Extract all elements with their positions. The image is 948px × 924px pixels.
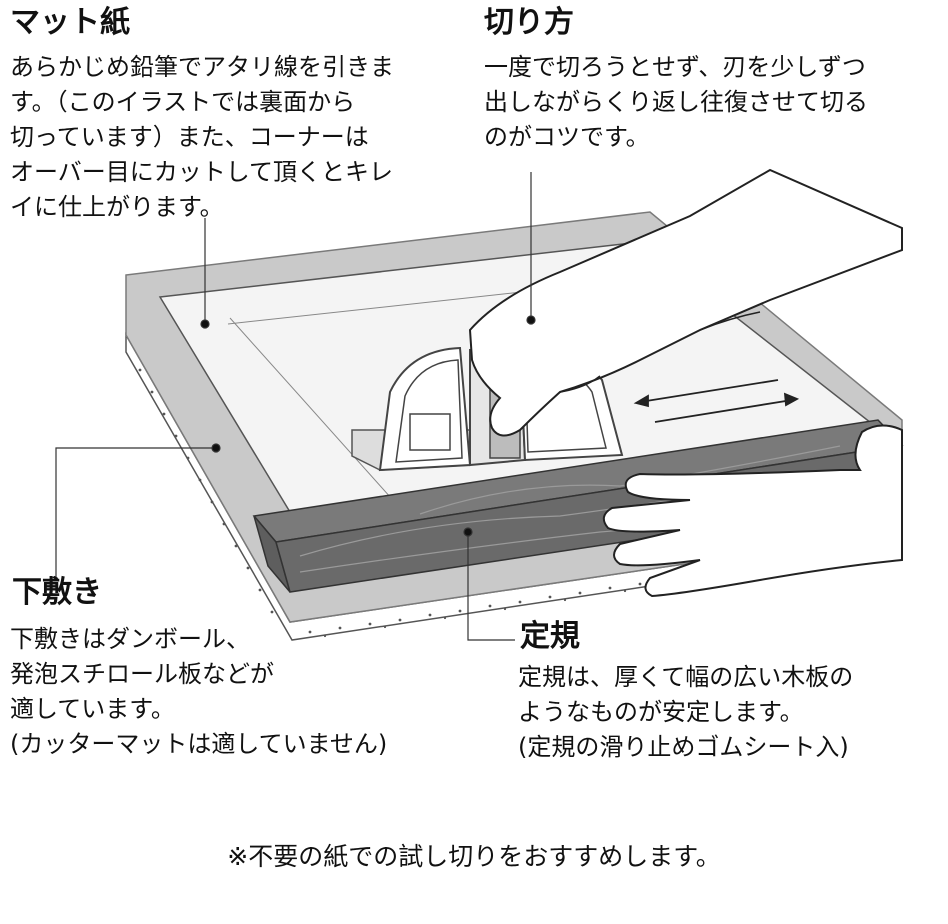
pencil-guide-line	[229, 317, 401, 509]
base-board-line: (カッターマットは適していません)	[10, 730, 388, 758]
mat-paper-line: す。（このイラストでは裏面から	[10, 88, 356, 116]
mat-paper-title: マット紙	[10, 5, 130, 40]
base-board-title: 下敷き	[12, 575, 102, 610]
footnote: ※不要の紙での試し切りをおすすめします。	[227, 842, 721, 871]
cutting-method-line: 一度で切ろうとせず、刃を少しずつ	[484, 53, 866, 81]
cutting-method-line: 出しながらくり返し往復させて切る	[484, 88, 868, 116]
mat-paper-line: オーバー目にカットして頂くとキレ	[10, 158, 394, 186]
foam-texture	[138, 368, 642, 638]
base-board-text: 下敷きはダンボール、 発泡スチロール板などが 適しています。 (カッターマットは…	[10, 622, 387, 762]
ruler-line: (定規の滑り止めゴムシート入)	[518, 733, 849, 761]
upper-hand-detail	[699, 311, 761, 331]
base-board-line: 下敷きはダンボール、	[10, 625, 250, 653]
mat-paper-line: 切っています）また、コーナーは	[10, 123, 369, 151]
base-board-line: 適しています。	[10, 695, 175, 723]
cutting-method-text: 一度で切ろうとせず、刃を少しずつ 出しながらくり返し往復させて切る のがコツです…	[484, 50, 868, 155]
ruler-text: 定規は、厚くて幅の広い木板の ようなものが安定します。 (定規の滑り止めゴムシー…	[518, 660, 853, 765]
mat-paper-line: あらかじめ鉛筆でアタリ線を引きま	[10, 53, 394, 81]
upper-hand	[468, 168, 903, 437]
ruler-title: 定規	[520, 619, 580, 654]
leader-lines	[55, 172, 536, 641]
cutting-method-line: のがコツです。	[484, 123, 650, 151]
mat-paper-line: イに仕上がります。	[10, 193, 224, 221]
cutting-method-title: 切り方	[484, 5, 574, 40]
mat-paper-text: あらかじめ鉛筆でアタリ線を引きま す。（このイラストでは裏面から 切っています）…	[10, 50, 394, 225]
back-and-forth-arrows	[633, 379, 800, 423]
ruler-line: 定規は、厚くて幅の広い木板の	[518, 663, 854, 691]
upper-hand-detail	[559, 375, 601, 393]
base-board-line: 発泡スチロール板などが	[10, 660, 274, 688]
lower-hand	[602, 424, 903, 598]
ruler-line: ようなものが安定します。	[518, 698, 804, 726]
